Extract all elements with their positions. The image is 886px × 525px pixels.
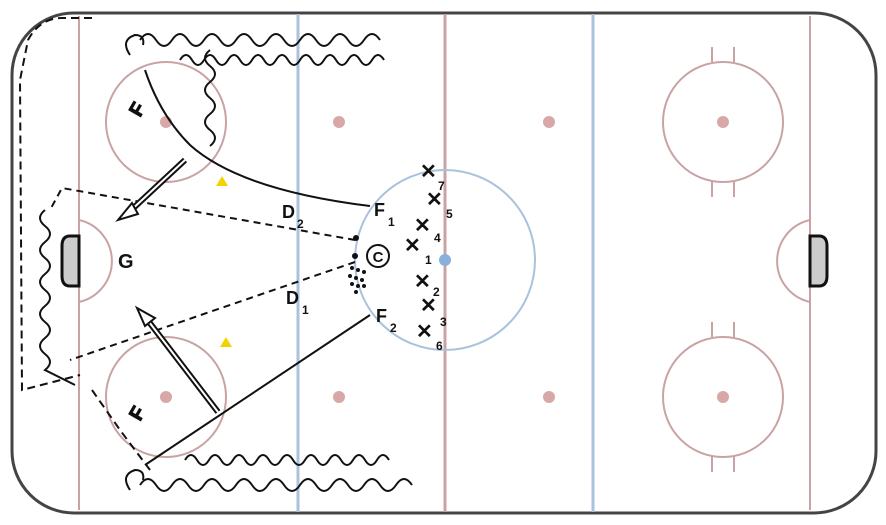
x-player: ✕ 5: [426, 189, 453, 221]
faceoff-dot: [543, 116, 555, 128]
player-d2: D 2: [282, 202, 304, 231]
goal-crease-right: [776, 219, 811, 303]
faceoff-dot: [717, 391, 729, 403]
dashed-skate-path-lower: [91, 389, 151, 471]
dashed-pass-lane-top: [49, 186, 356, 241]
svg-text:✕: ✕: [426, 189, 443, 211]
f1-sub: 1: [388, 215, 395, 229]
center-circle: [354, 169, 536, 351]
puck-carry-path-top-drop: [204, 49, 216, 147]
x-player-number: 3: [440, 315, 447, 329]
f2-label: F: [376, 306, 387, 326]
x-player-number: 1: [425, 253, 432, 267]
player-f2: F 2: [376, 306, 397, 335]
svg-text:✕: ✕: [404, 235, 421, 257]
x-player: ✕ 7: [420, 161, 445, 193]
goal-net-left: [60, 234, 81, 288]
x-player-number: 5: [446, 207, 453, 221]
x-player: ✕ 2: [414, 271, 440, 299]
x-player-number: 6: [436, 339, 443, 353]
cone-top: [216, 176, 228, 186]
d2-label: D: [282, 202, 295, 222]
goal-net-right: [808, 234, 829, 288]
faceoff-dot: [333, 116, 345, 128]
svg-text:✕: ✕: [414, 215, 431, 237]
coach-label: C: [373, 249, 384, 266]
faceoff-dot: [333, 391, 345, 403]
pass-arrow-bottom: [134, 305, 221, 414]
faceoff-dot: [543, 391, 555, 403]
x-player: ✕ 1: [404, 235, 432, 267]
puck-carry-path-bottom-2: [184, 454, 390, 466]
puck-carry-path-top-2: [179, 54, 385, 66]
coach-marker: C: [366, 244, 390, 268]
faceoff-circle-right-top: [662, 47, 784, 197]
d1-label: D: [286, 288, 299, 308]
skate-path-f1: [144, 69, 371, 207]
goalie-label: G: [118, 251, 134, 273]
x-player-number: 7: [438, 179, 445, 193]
turn-arrow-top: [125, 33, 145, 56]
player-d1: D 1: [286, 288, 309, 317]
player-f1: F 1: [374, 200, 395, 229]
x-player: ✕ 4: [414, 215, 441, 245]
turn-arrow-bottom: [125, 468, 145, 491]
d2-sub: 2: [297, 217, 304, 231]
x-player-number: 2: [433, 285, 440, 299]
puck-pile: [348, 235, 366, 294]
faceoff-circle-left-bottom: [105, 336, 227, 458]
goal-crease-left: [78, 219, 113, 303]
svg-text:✕: ✕: [420, 161, 437, 183]
center-dot: [439, 254, 451, 266]
dashed-pass-lane-bottom: [69, 261, 356, 361]
x-player: ✕ 3: [420, 295, 447, 329]
puck-carry-path-top: [139, 33, 381, 47]
dashed-skate-path: [18, 17, 92, 392]
puck-carry-path-bottom: [139, 478, 413, 492]
f1-label: F: [374, 200, 385, 220]
cone-bottom: [220, 337, 232, 347]
puck-carry-path-left: [39, 209, 76, 386]
faceoff-circle-right-bottom: [662, 322, 784, 472]
pass-arrow-top: [115, 157, 188, 222]
svg-text:✕: ✕: [420, 295, 437, 317]
x-player: ✕ 6: [416, 321, 443, 353]
d1-sub: 1: [302, 303, 309, 317]
faceoff-dot: [717, 116, 729, 128]
skate-path-f2: [144, 314, 371, 466]
f2-sub: 2: [390, 321, 397, 335]
x-player-number: 4: [434, 231, 441, 245]
svg-text:✕: ✕: [416, 321, 433, 343]
svg-text:✕: ✕: [414, 271, 431, 293]
